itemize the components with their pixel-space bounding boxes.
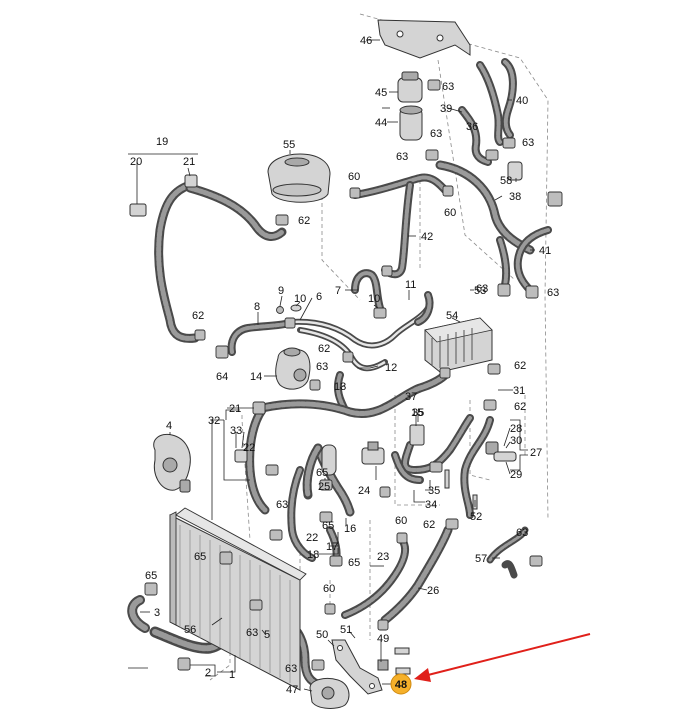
callout-63-i: 63	[246, 627, 258, 639]
callout-47: 47	[286, 684, 298, 696]
callout-60-c: 60	[395, 515, 407, 527]
callout-50: 50	[316, 629, 328, 641]
callout-41: 41	[539, 245, 551, 257]
callout-65-c: 65	[348, 557, 360, 569]
callout-63-a: 63	[442, 81, 454, 93]
callout-38: 38	[509, 191, 521, 203]
callout-8: 8	[254, 301, 260, 313]
callout-35-bottom: 35	[428, 485, 440, 497]
callout-60-a: 60	[348, 171, 360, 183]
callout-11: 11	[405, 279, 416, 291]
callout-65-d: 65	[322, 520, 334, 532]
callout-15: 15	[411, 407, 423, 419]
callout-60-d: 60	[323, 583, 335, 595]
callout-21-top: 21	[183, 156, 195, 168]
callout-63-b: 63	[430, 128, 442, 140]
callout-62-a: 62	[298, 215, 310, 227]
callout-32: 32	[208, 415, 220, 427]
callout-62-f: 62	[423, 519, 435, 531]
callout-16: 16	[344, 523, 356, 535]
callout-63-k: 63	[516, 527, 528, 539]
highlight-badge	[390, 673, 412, 695]
callout-23: 23	[377, 551, 389, 563]
callout-63-g: 63	[316, 361, 328, 373]
callout-24: 24	[358, 485, 370, 497]
callout-4: 4	[166, 420, 172, 432]
leader-lines	[128, 39, 535, 692]
callout-7: 7	[335, 285, 341, 297]
callout-55: 55	[283, 139, 295, 151]
callout-25: 25	[318, 481, 330, 493]
callout-10-second: 10	[368, 293, 380, 305]
callout-62-d: 62	[514, 360, 526, 372]
callout-52: 52	[470, 511, 482, 523]
callout-28: 28	[510, 423, 522, 435]
callout-49: 49	[377, 633, 389, 645]
callout-1: 1	[229, 669, 235, 681]
callout-64: 64	[216, 371, 228, 383]
callout-20: 20	[130, 156, 142, 168]
callout-14: 14	[250, 371, 262, 383]
callout-30: 30	[510, 435, 522, 447]
callout-45: 45	[375, 87, 387, 99]
callout-37: 37	[405, 391, 417, 403]
callout-40: 40	[516, 95, 528, 107]
callout-65-a: 65	[194, 551, 206, 563]
callout-60-b: 60	[444, 207, 456, 219]
callout-48: 48	[395, 679, 407, 691]
callout-35-top: 35	[412, 407, 424, 419]
callout-51: 51	[340, 624, 352, 636]
callout-63-f: 63	[547, 287, 559, 299]
callout-36: 36	[466, 121, 478, 133]
callout-9: 9	[278, 285, 284, 297]
callout-27: 27	[530, 447, 542, 459]
callout-29: 29	[510, 469, 522, 481]
red-pointer-arrow	[414, 633, 591, 682]
callout-12: 12	[385, 362, 397, 374]
callout-39: 39	[440, 103, 452, 115]
callout-17: 17	[326, 541, 338, 553]
callout-65-b: 65	[145, 570, 157, 582]
callout-labels: 1 2 3 4 5 6 7 8 9 10 10 11 12 13 14 15 1…	[130, 35, 559, 696]
callout-44: 44	[375, 117, 387, 129]
callout-19: 19	[156, 136, 168, 148]
highlighted-part-48: 48	[390, 673, 412, 695]
callout-6: 6	[316, 291, 322, 303]
callout-53: 53	[474, 285, 486, 297]
callout-22-a: 22	[243, 442, 255, 454]
coolant-hoses	[127, 58, 552, 690]
callout-63-e: 63	[476, 283, 488, 295]
callout-33: 33	[230, 425, 242, 437]
hose-clamps	[144, 79, 563, 671]
callout-31: 31	[513, 385, 525, 397]
callout-13: 13	[334, 381, 346, 393]
callout-3: 3	[154, 607, 160, 619]
callout-46: 46	[360, 35, 372, 47]
callout-62-e: 62	[514, 401, 526, 413]
callout-62-c: 62	[318, 343, 330, 355]
components	[129, 19, 523, 709]
callout-10: 10	[294, 293, 306, 305]
callout-63-h: 63	[276, 499, 288, 511]
callout-54: 54	[446, 310, 458, 322]
callout-63-c: 63	[396, 151, 408, 163]
callout-62-b: 62	[192, 310, 204, 322]
callout-22-b: 22	[306, 532, 318, 544]
callout-56: 56	[184, 624, 196, 636]
callout-34: 34	[425, 499, 437, 511]
callout-26: 26	[427, 585, 439, 597]
callout-5: 5	[264, 629, 270, 641]
callout-58: 58	[500, 175, 512, 187]
callout-2: 2	[205, 667, 211, 679]
callout-63-d: 63	[522, 137, 534, 149]
callout-63-j: 63	[285, 663, 297, 675]
callout-42: 42	[421, 231, 433, 243]
callout-65-e: 65	[316, 467, 328, 479]
callout-57: 57	[475, 553, 487, 565]
callout-18: 18	[307, 549, 319, 561]
callout-21-mid: 21	[229, 403, 241, 415]
